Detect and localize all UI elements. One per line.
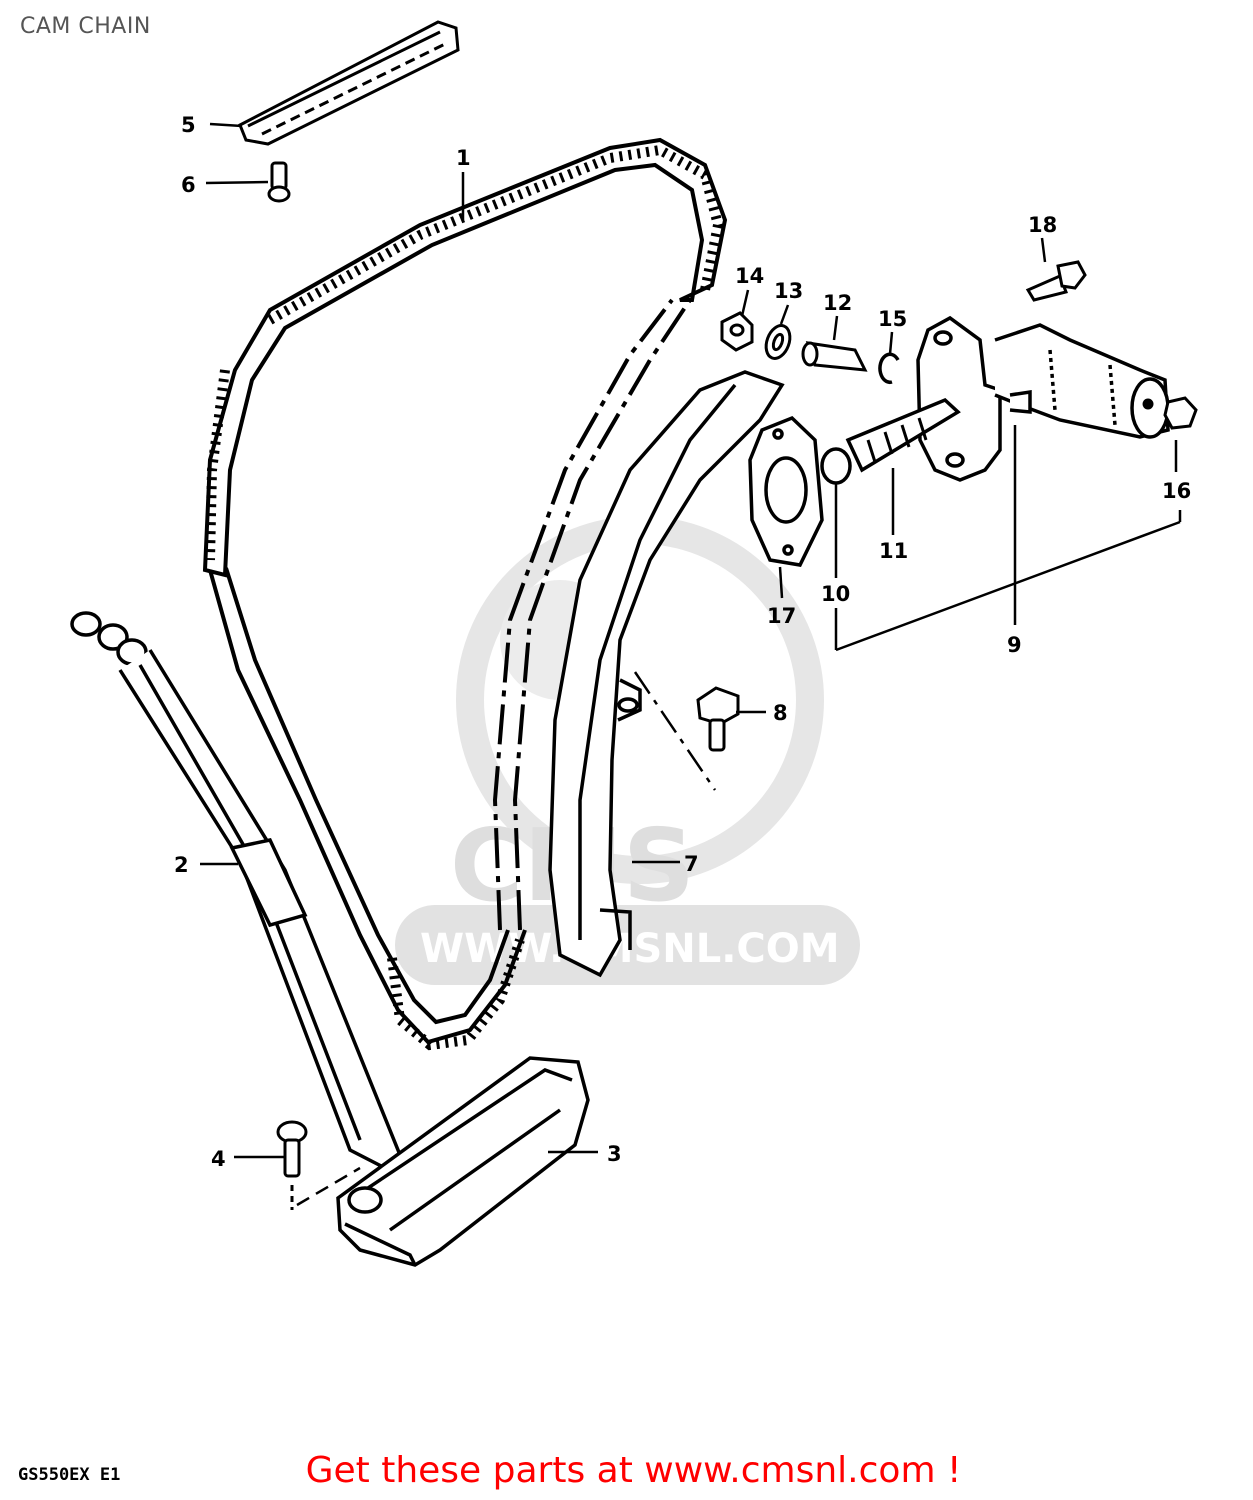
callout-5: 5 xyxy=(181,113,196,137)
callout-12: 12 xyxy=(823,291,852,315)
callout-14: 14 xyxy=(735,264,764,288)
model-code: GS550EX E1 xyxy=(18,1465,120,1485)
part-1-cam-chain xyxy=(202,137,728,1051)
part-6-bolt xyxy=(267,161,291,203)
part-15-circlip xyxy=(878,352,900,385)
callout-9: 9 xyxy=(1007,633,1022,657)
callout-2: 2 xyxy=(174,853,189,877)
callout-1: 1 xyxy=(456,146,471,170)
part-9-tensioner-assembly xyxy=(916,315,1170,482)
part-16-screw xyxy=(1142,396,1198,430)
part-4-pin xyxy=(276,1120,308,1210)
diagram-title: CAM CHAIN xyxy=(20,14,151,39)
callout-13: 13 xyxy=(774,279,803,303)
part-12-spring-pin xyxy=(801,341,868,372)
callout-8: 8 xyxy=(773,701,788,725)
part-7-tensioner-guide xyxy=(548,370,785,978)
callout-3: 3 xyxy=(607,1142,622,1166)
part-18-bolt xyxy=(1025,260,1087,302)
callout-10: 10 xyxy=(821,582,850,606)
callout-17: 17 xyxy=(767,604,796,628)
callout-15: 15 xyxy=(878,307,907,331)
callout-6: 6 xyxy=(181,173,196,197)
callout-4: 4 xyxy=(211,1147,226,1171)
part-2-chain-guide-rear xyxy=(70,611,403,1171)
callout-11: 11 xyxy=(879,539,908,563)
callout-18: 18 xyxy=(1028,213,1057,237)
part-11-push-rod xyxy=(845,397,961,473)
callout-7: 7 xyxy=(684,852,699,876)
callout-labels: 1 2 3 4 5 6 7 8 9 10 11 12 13 14 15 16 1… xyxy=(174,113,1191,1171)
promo-link[interactable]: Get these parts at www.cmsnl.com ! xyxy=(305,1450,962,1491)
part-3-chain-guide-bottom xyxy=(336,1056,590,1267)
part-8-bolt xyxy=(696,686,740,752)
callout-16: 16 xyxy=(1162,479,1191,503)
part-17-gasket xyxy=(748,415,824,567)
part-10-plunger xyxy=(820,447,852,485)
part-14-nut xyxy=(720,311,754,352)
leader-lines xyxy=(200,122,1182,1207)
part-13-washer xyxy=(764,324,792,360)
part-5-chain-guide-top xyxy=(238,20,460,146)
